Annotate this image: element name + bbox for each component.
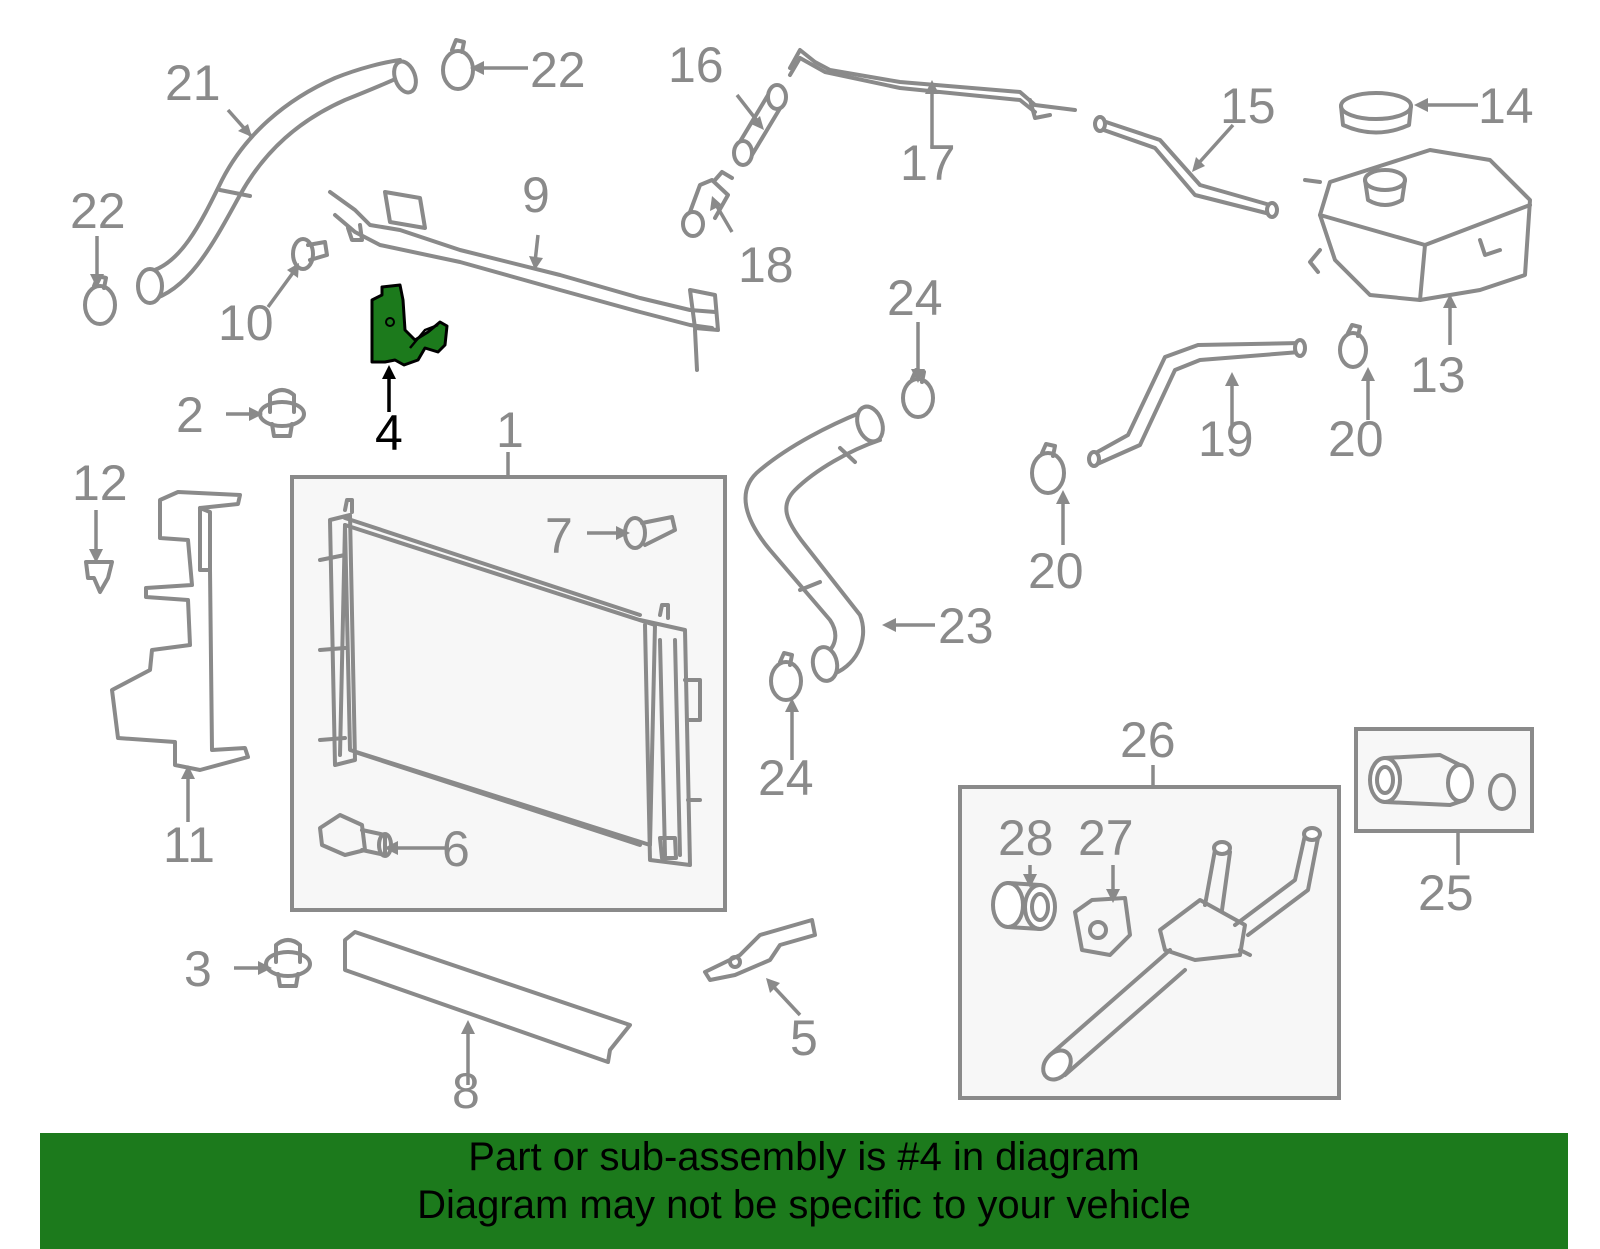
lower-bracket xyxy=(703,918,817,982)
lower-air-deflector xyxy=(343,930,632,1064)
gasket-27 xyxy=(1073,896,1132,957)
hose-clamp-20-right xyxy=(1338,323,1368,369)
retainer-clip xyxy=(84,560,114,594)
label-14: 14 xyxy=(1478,78,1534,134)
vent-hose-15 xyxy=(1093,115,1279,219)
label-8: 8 xyxy=(452,1063,480,1119)
mount-grommet-upper xyxy=(258,388,306,438)
label-18: 18 xyxy=(738,237,794,293)
label-16: 16 xyxy=(668,37,724,93)
hose-clamp-left xyxy=(83,274,117,326)
outlet-assembly-box xyxy=(958,785,1341,1100)
hose-clamp-lower-24 xyxy=(769,651,803,702)
reservoir-cap xyxy=(1339,91,1413,135)
label-21: 21 xyxy=(165,55,221,111)
label-19: 19 xyxy=(1198,411,1254,467)
label-28: 28 xyxy=(998,810,1054,866)
vent-hose-16 xyxy=(732,83,788,167)
label-9: 9 xyxy=(522,167,550,223)
upper-support-bracket xyxy=(328,190,720,372)
hose-connector-25 xyxy=(1368,753,1516,811)
info-banner: Part or sub-assembly is #4 in diagram Di… xyxy=(40,1133,1568,1249)
coolant-reservoir xyxy=(1303,148,1532,302)
label-26: 26 xyxy=(1120,712,1176,768)
side-air-deflector xyxy=(110,490,250,772)
overflow-pipe xyxy=(788,48,1077,120)
parts-diagram: 21 22 22 9 10 4 2 1 12 7 11 6 3 8 5 16 1… xyxy=(70,37,1534,1119)
label-1: 1 xyxy=(496,402,524,458)
bleeder-fitting xyxy=(681,170,734,238)
label-4: 4 xyxy=(375,405,403,461)
label-27: 27 xyxy=(1078,810,1134,866)
part-4-highlighted-bracket xyxy=(370,283,449,367)
mount-grommet-lower xyxy=(264,938,312,988)
label-24-top: 24 xyxy=(887,270,943,326)
banner-line-2: Diagram may not be specific to your vehi… xyxy=(417,1183,1191,1227)
label-2: 2 xyxy=(176,387,204,443)
label-11: 11 xyxy=(163,817,215,873)
upper-radiator-hose xyxy=(136,58,418,305)
label-15: 15 xyxy=(1220,78,1276,134)
hose-clamp-20-left xyxy=(1030,442,1066,495)
label-24-bottom: 24 xyxy=(758,750,814,806)
banner-line-1: Part or sub-assembly is #4 in diagram xyxy=(468,1135,1140,1179)
lower-radiator-hose xyxy=(743,404,885,683)
hose-clamp-top xyxy=(441,38,475,91)
label-17: 17 xyxy=(900,135,956,191)
label-13: 13 xyxy=(1410,347,1466,403)
push-pin-clip xyxy=(291,237,329,271)
label-10: 10 xyxy=(218,295,274,351)
label-12: 12 xyxy=(72,455,128,511)
label-25: 25 xyxy=(1418,865,1474,921)
label-22-left: 22 xyxy=(70,183,126,239)
label-20-right: 20 xyxy=(1328,411,1384,467)
coolant-outlet-26 xyxy=(1041,826,1322,1082)
arrow-heads xyxy=(89,61,1457,1034)
radiator xyxy=(318,498,702,867)
label-5: 5 xyxy=(790,1010,818,1066)
thermostat-plug-28 xyxy=(991,881,1057,931)
label-20-left: 20 xyxy=(1028,543,1084,599)
label-6: 6 xyxy=(442,821,470,877)
label-22-top: 22 xyxy=(530,42,586,98)
label-7: 7 xyxy=(545,508,573,564)
label-23: 23 xyxy=(938,598,994,654)
reservoir-hose xyxy=(1087,338,1307,468)
label-3: 3 xyxy=(184,941,212,997)
